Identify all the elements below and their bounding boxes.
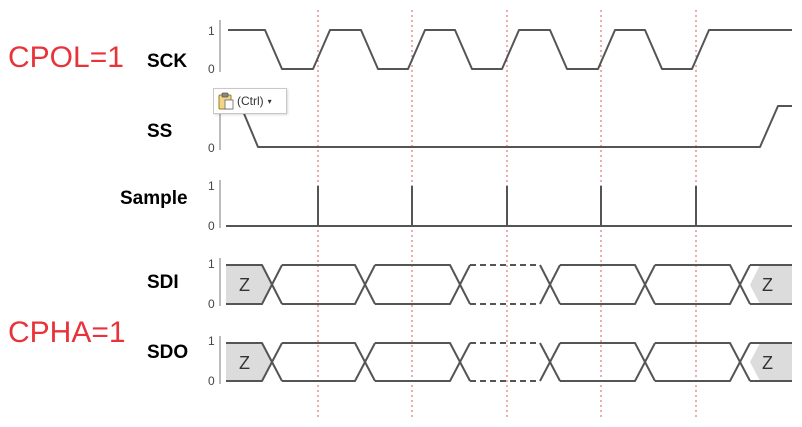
sdo-top-1 xyxy=(226,342,283,382)
sdo-bot-3 xyxy=(375,342,471,382)
sdo-top-5 xyxy=(560,342,656,382)
sample-low-level: 0 xyxy=(208,219,215,233)
sdi-z-right-fill xyxy=(750,265,792,304)
sck-low-level: 0 xyxy=(208,62,215,76)
ss-low-level: 0 xyxy=(208,141,215,155)
sdi-top-1 xyxy=(226,264,283,305)
sdo-top-6 xyxy=(655,342,751,382)
sck-waveform xyxy=(228,29,792,70)
ss-label: SS xyxy=(147,121,172,142)
sdi-bot-1 xyxy=(226,264,283,305)
sdo-bot-2 xyxy=(282,342,376,382)
sdo-bot-1 xyxy=(226,342,283,382)
sdi-label: SDI xyxy=(147,272,179,293)
sdo-top-2 xyxy=(282,342,376,382)
sdo-bot-6 xyxy=(655,342,751,382)
sample-high-level: 1 xyxy=(208,179,215,193)
sdi-bus xyxy=(226,264,792,305)
sdi-top-5 xyxy=(560,264,656,305)
cpol-label: CPOL=1 xyxy=(8,41,124,74)
sdi-low-level: 0 xyxy=(208,297,215,311)
sdo-label: SDO xyxy=(147,342,188,363)
sdo-bus xyxy=(226,342,792,382)
sdi-bot-2 xyxy=(282,264,376,305)
sdo-z-right: Z xyxy=(762,353,773,373)
sdo-top-3 xyxy=(375,342,471,382)
ss-waveform xyxy=(239,103,792,148)
sdo-low-level: 0 xyxy=(208,374,215,388)
sdi-z-left: Z xyxy=(239,275,250,295)
sdi-bot-5 xyxy=(560,264,656,305)
cpha-label: CPHA=1 xyxy=(8,316,126,349)
sdi-high-level: 1 xyxy=(208,257,215,271)
sdo-high-level: 1 xyxy=(208,334,215,348)
sdi-z-left-fill xyxy=(226,265,272,304)
sdo-z-right-fill xyxy=(750,343,792,381)
sdo-z-left: Z xyxy=(239,353,250,373)
sdi-top-2 xyxy=(282,264,376,305)
paste-options-button[interactable]: (Ctrl) ▾ xyxy=(213,88,287,114)
sdo-bot-4 xyxy=(539,342,561,382)
chevron-down-icon: ▾ xyxy=(267,96,272,106)
sck-label: SCK xyxy=(147,51,187,72)
sdi-top-3 xyxy=(375,264,471,305)
sdi-z-right: Z xyxy=(762,275,773,295)
sdo-z-left-fill xyxy=(226,343,272,381)
sdo-bot-5 xyxy=(560,342,656,382)
sdi-top-6 xyxy=(655,264,751,305)
sck-high-level: 1 xyxy=(208,24,215,38)
paste-options-label: (Ctrl) xyxy=(237,94,264,108)
sample-label: Sample xyxy=(120,188,188,209)
sdi-bot-4 xyxy=(539,264,561,305)
clipboard-icon xyxy=(218,92,234,110)
sdi-bot-6 xyxy=(655,264,751,305)
sdi-bot-3 xyxy=(375,264,471,305)
